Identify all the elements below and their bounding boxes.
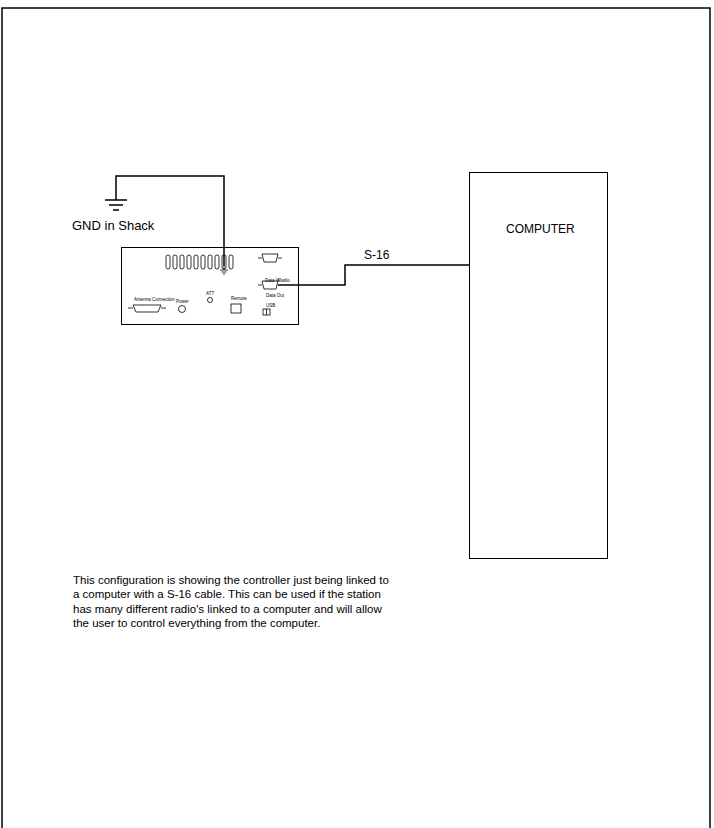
cooling-fin [201, 255, 205, 269]
port-label: Antenna Connection [134, 298, 175, 303]
note-text: This configuration is showing the contro… [73, 573, 391, 631]
cooling-fin [180, 255, 184, 269]
port-label: ATT [206, 292, 214, 297]
port-label: Remote [231, 297, 247, 302]
cooling-fin [173, 255, 177, 269]
cooling-fin [166, 255, 170, 269]
controller-panel: Data InRadioData OutAntenna ConnectionPo… [121, 247, 299, 325]
port-label: Radio [278, 279, 290, 284]
cooling-fin [215, 255, 219, 269]
port-label: USB [266, 304, 275, 309]
cooling-fin [222, 255, 226, 269]
cooling-fin [187, 255, 191, 269]
ground-label: GND in Shack [72, 218, 192, 234]
box-title: COMPUTER [506, 223, 575, 235]
cooling-fin [194, 255, 198, 269]
cable-label: S-16 [364, 248, 389, 262]
controller-panel-art [128, 254, 299, 315]
page-frame [2, 8, 710, 828]
port-label: Data In [265, 279, 280, 284]
port-label: Data Out [266, 294, 284, 299]
cable-line [299, 265, 469, 285]
computer-box: COMPUTER [469, 172, 608, 559]
cooling-fin [229, 255, 233, 269]
cooling-fin [208, 255, 212, 269]
port-label: Power [176, 300, 189, 305]
